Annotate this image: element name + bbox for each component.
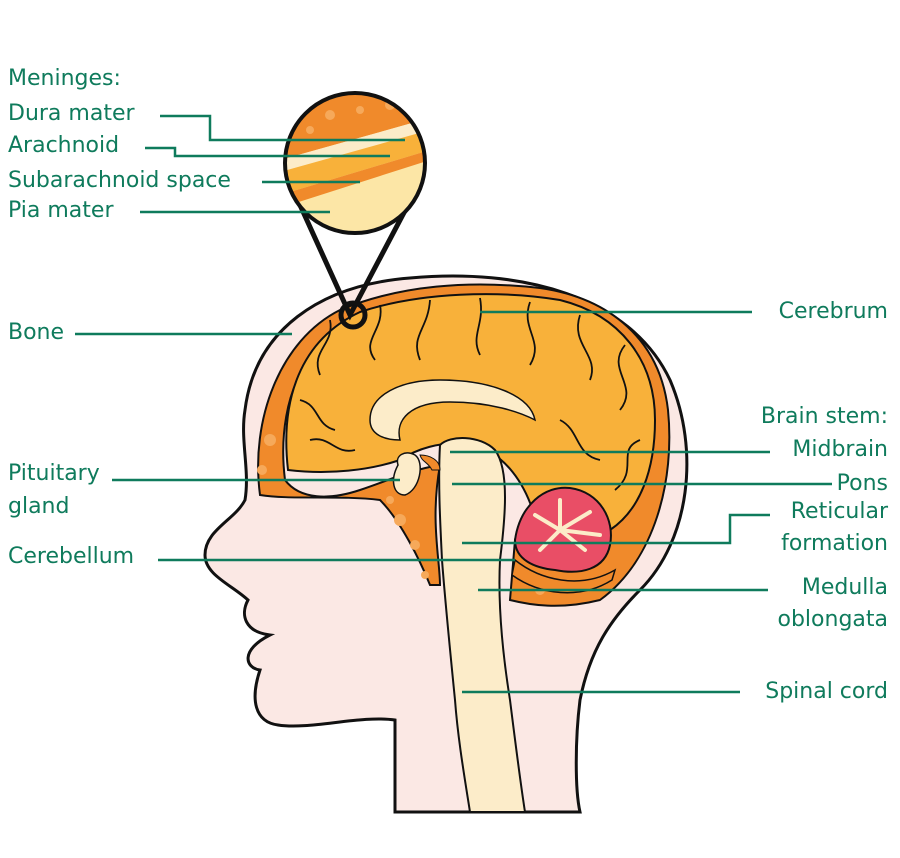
label-pons: Pons <box>836 471 888 496</box>
brain-stem <box>438 437 527 813</box>
label-spinal-cord: Spinal cord <box>765 679 888 704</box>
meninges-heading: Meninges: <box>8 66 121 91</box>
brain-stem-heading: Brain stem: <box>760 404 888 429</box>
pituitary-gland <box>392 452 421 496</box>
leader-lines <box>75 114 832 694</box>
cerebellum-shape <box>511 486 617 594</box>
corpus-callosum <box>369 379 537 441</box>
label-cerebrum: Cerebrum <box>778 299 888 324</box>
label-dura-mater: Dura mater <box>8 101 135 126</box>
label-midbrain: Midbrain <box>792 437 888 462</box>
label-cerebellum: Cerebellum <box>8 544 135 569</box>
label-reticular-formation-line1: Reticular <box>790 499 888 524</box>
label-bone: Bone <box>8 320 65 345</box>
cerebrum-shape <box>285 293 657 544</box>
label-arachnoid: Arachnoid <box>8 133 120 158</box>
label-subarachnoid-space: Subarachnoid space <box>8 168 231 193</box>
meninges-magnifier <box>283 91 427 330</box>
label-reticular-formation-line2: formation <box>781 531 888 556</box>
label-pia-mater: Pia mater <box>8 198 114 223</box>
label-medulla-oblongata-line1: Medulla <box>801 575 888 600</box>
label-pituitary-gland-line1: Pituitary <box>8 461 100 486</box>
pituitary-bone-pocket <box>419 454 441 471</box>
label-pituitary-gland-line2: gland <box>8 494 70 519</box>
label-medulla-oblongata-line2: oblongata <box>777 607 889 632</box>
